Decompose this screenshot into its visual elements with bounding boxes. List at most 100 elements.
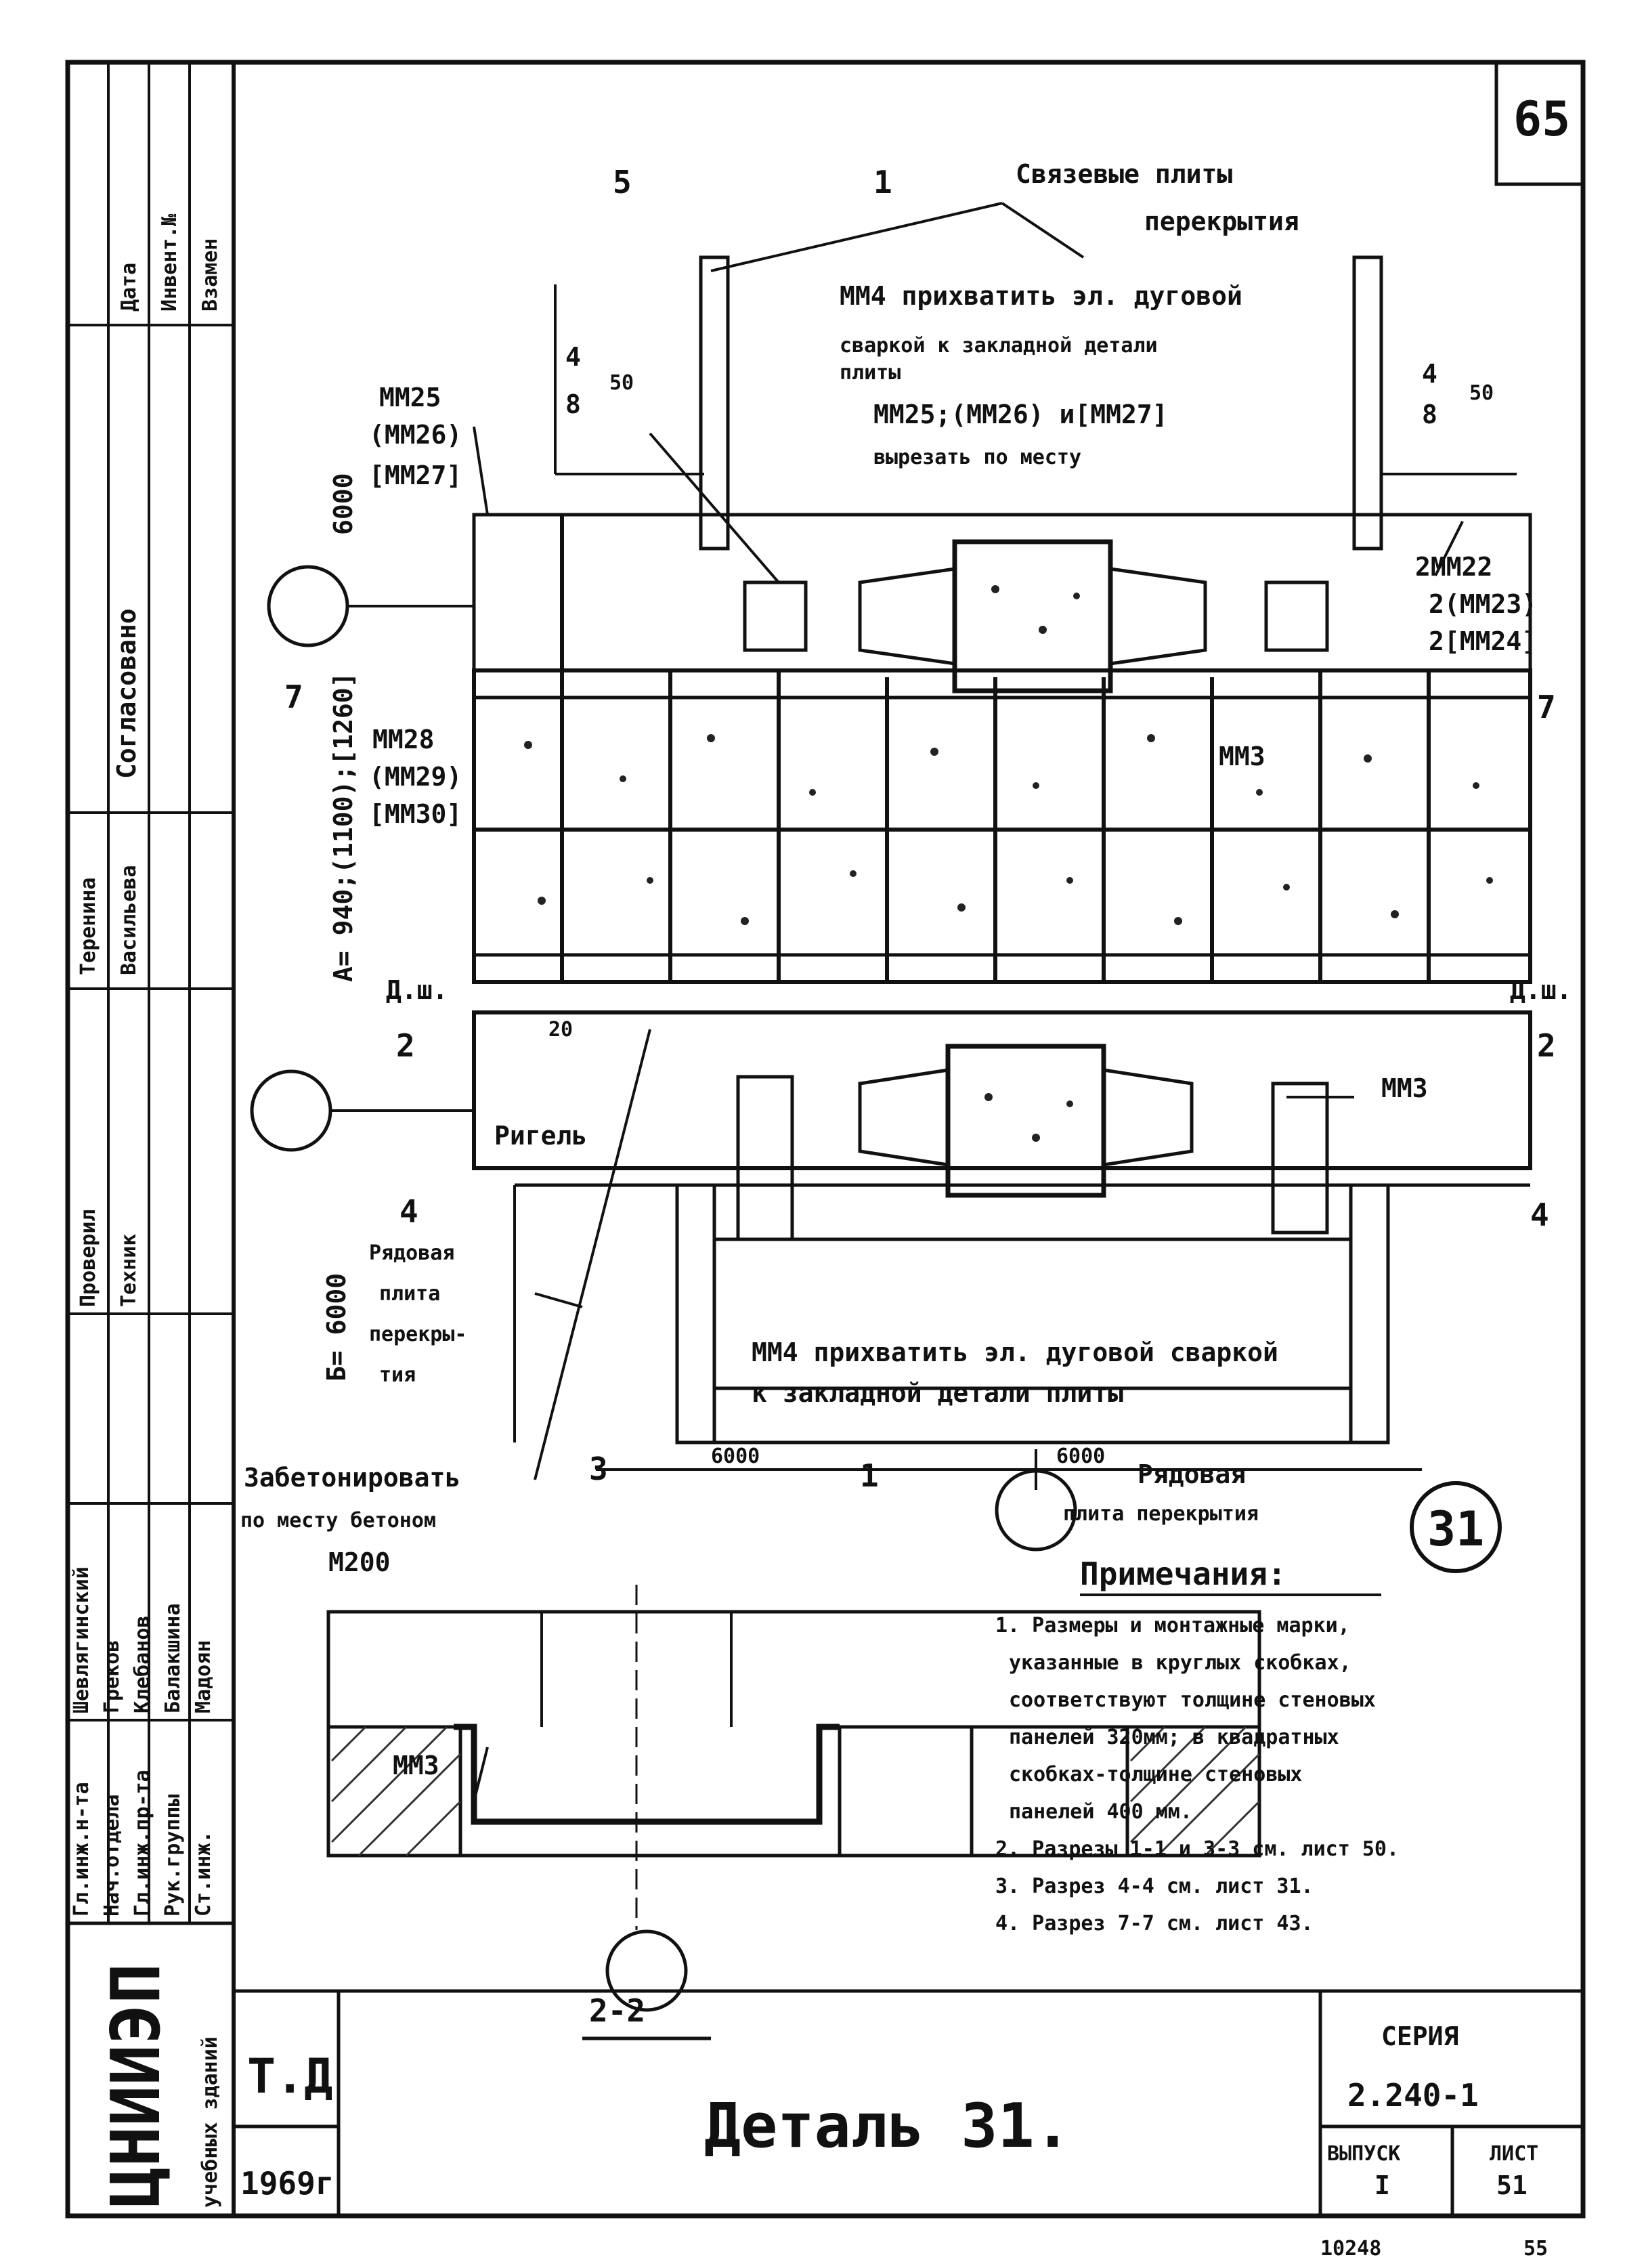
stamp-col-vzamen: Взамен [198,238,222,312]
section-mark-4-right: 4 [1530,1197,1549,1233]
ryad-bottom-2: плита перекрытия [1063,1502,1259,1526]
stamp-name-2: Клебанов [131,1616,154,1714]
ryad-label-2: плита [379,1282,440,1306]
ryad-label-3: перекры- [369,1323,467,1346]
dim-6000-b: 6000 [1056,1445,1105,1468]
label-mm27: [ММ27] [369,461,462,490]
label-mm25: ММ25 [379,383,441,412]
mm4-top-line-1: ММ4 прихватить эл. дуговой [840,281,1242,311]
stamp-role-3: Рук.группы [161,1794,185,1917]
axis-bubble-bottom [995,1469,1077,1552]
mm25-line: ММ25;(ММ26) и[ММ27] [873,400,1168,429]
annotations: 5 1 Связевые плиты перекрытия ММ4 прихва… [240,159,1572,2029]
section-mark-5: 5 [613,164,632,200]
axis-bubble-section [605,1929,688,2012]
note-line-7: 2. Разрезы 1-1 и 3-3 см. лист 50. [995,1837,1399,1861]
mm4-bottom-line-2: к закладной детали плиты [752,1378,1123,1408]
notes-heading: Примечания: [1080,1556,1286,1592]
stamp-name-4: Мадоян [192,1640,215,1713]
label-mm24: 2[ММ24] [1429,626,1537,656]
stamp-col-invent: Инвент.№ [158,213,181,312]
note-line-2: указанные в круглых скобках, [1009,1651,1351,1675]
stamp-name-3: Балакшина [161,1603,185,1713]
dsh-left: Д.ш. [386,975,448,1005]
stamp-role-1: Нач.отдела [100,1794,124,1917]
note-line-4: панелей 320мм; в квадратных [1009,1726,1339,1749]
label-mm28: ММ28 [372,725,435,754]
bottom-code-right: 55 [1523,2237,1548,2261]
section-mark-1-bottom: 1 [860,1457,879,1494]
list-label: ЛИСТ [1490,2142,1538,2166]
label-mm22: 2ММ22 [1415,552,1492,582]
sheet-number: 65 [1513,91,1570,147]
drawing-title: Деталь 31. [704,2091,1071,2162]
plan-view [472,255,1532,1490]
side-stamp-grid [68,62,234,1923]
dim-20: 20 [548,1018,573,1042]
zabeton-line-1: Забетонировать [244,1463,460,1493]
stamp-role-4: Ст.инж. [192,1831,215,1917]
label-mm23: 2(ММ23) [1429,589,1537,619]
sheet-number-box [1494,60,1585,186]
dim-right-4: 4 [1422,359,1437,389]
axis-bubble-mid [250,1069,332,1152]
stamp-role-0: Гл.инж.н-та [70,1782,93,1917]
section-mark-2-right: 2 [1537,1027,1556,1064]
dim-6000-vertical: 6000 [328,473,358,535]
axis-bubble-top [267,565,349,647]
section-mark-7-left: 7 [284,679,303,715]
label-mm3-a: ММ3 [1219,742,1265,771]
stamp-name-0: Шевлягинский [70,1566,93,1713]
ryad-bottom-1: Рядовая [1138,1459,1246,1489]
stamp-name-1: Греков [100,1640,124,1713]
mm4-top-line-3: плиты [840,361,901,385]
ryad-label-4: тия [379,1363,416,1387]
section-mark-4-left: 4 [399,1193,418,1230]
td-label: Т.Д [247,2049,332,2104]
svyaz-label-2: перекрытия [1144,207,1299,236]
section-mark-2-left: 2 [396,1027,415,1064]
section-2-2-label: 2-2 [589,1992,645,2029]
stamp-soglasovano: Согласовано [112,608,142,779]
section-2-2 [326,1585,1261,2040]
note-line-3: соответствуют толщине стеновых [1009,1688,1376,1712]
note-line-1: 1. Размеры и монтажные марки, [995,1614,1350,1638]
cut-here-label: вырезать по месту [873,446,1081,469]
section-hatch [330,1726,1261,1857]
label-mm3-b: ММ3 [1381,1073,1428,1103]
stamp-person-b: Васильева [117,865,141,975]
detail-number-circle [1410,1481,1502,1573]
rigel-label: Ригель [494,1121,587,1151]
mm4-bottom-line-1: ММ4 прихватить эл. дуговой сваркой [752,1338,1278,1367]
dim-right-50: 50 [1469,381,1494,405]
stamp-role-2: Гл.инж.пр-та [131,1770,154,1917]
list-value: 51 [1496,2170,1528,2200]
zabeton-line-3: М200 [328,1547,391,1577]
label-mm26: (ММ26) [369,420,462,450]
title-block [234,1989,1583,2216]
dim-A-vertical: A= 940;(1100);[1260] [328,672,358,982]
dim-6000-a: 6000 [711,1445,760,1468]
dim-right-8: 8 [1422,400,1437,429]
stamp-tech: Техник [117,1234,141,1307]
vypusk-label: ВЫПУСК [1327,2142,1400,2166]
dsh-right: Д.ш. [1510,975,1572,1005]
org-name: ЦНИИЭП [96,1963,175,2208]
label-mm30: [ММ30] [369,799,462,829]
year-label: 1969г [240,2165,334,2202]
dim-left-4: 4 [565,342,581,372]
section-mark-7-right: 7 [1537,689,1556,725]
dim-left-50: 50 [609,371,634,395]
note-line-9: 4. Разрез 7-7 см. лист 43. [995,1912,1314,1935]
mm4-top-line-2: сваркой к закладной детали [840,334,1158,358]
stamp-col-date: Дата [117,263,141,312]
label-mm29: (ММ29) [369,762,462,792]
stamp-checked: Проверил [77,1210,100,1308]
notes-block: Примечания: 1. Размеры и монтажные марки… [995,1556,1399,1935]
bottom-code-left: 10248 [1320,2237,1381,2261]
note-line-6: панелей 400 мм. [1009,1800,1192,1824]
leader-lines [473,202,1464,1802]
note-line-8: 3. Разрез 4-4 см. лист 31. [995,1875,1314,1898]
vypusk-value: I [1374,2170,1390,2200]
